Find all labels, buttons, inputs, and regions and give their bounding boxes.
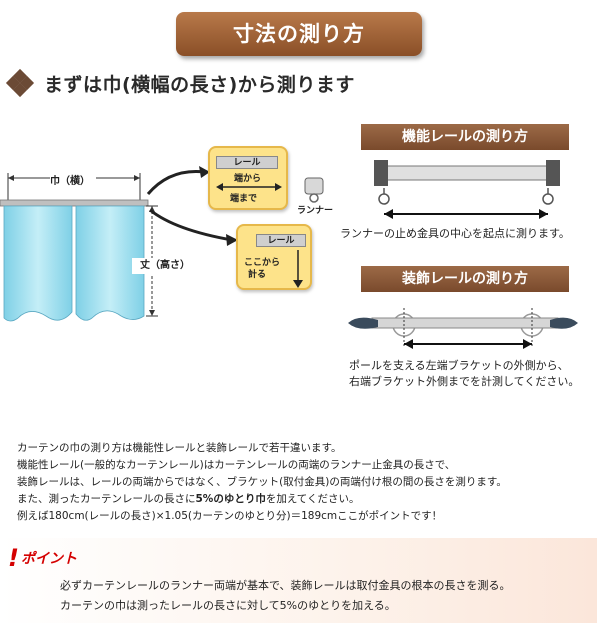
width-label: 巾（横）	[50, 176, 90, 187]
from-edge-label: 端から	[234, 174, 262, 184]
rail-label-2: レール	[256, 234, 306, 247]
measure-here-bubble: レール ここから 計る	[236, 224, 312, 290]
height-label: 丈（高さ）	[140, 260, 190, 271]
point-label: ポイント	[20, 551, 77, 567]
body-line-1: カーテンの巾の測り方は機能性レールと装飾レールで若干違います。	[17, 442, 342, 454]
decorative-rail-caption-2: 右端ブラケット外側までを計測してください。	[349, 375, 580, 388]
double-arrow-icon	[216, 183, 282, 191]
down-arrow-icon	[293, 250, 303, 288]
page-title: 寸法の測り方	[176, 12, 422, 56]
point-line-2: カーテンの巾は測ったレールの長さに対して5%のゆとりを加える。	[60, 599, 396, 612]
point-text: 必ずカーテンレールのランナー両端が基本で、装飾レールは取付金具の根本の長さを測る…	[60, 576, 511, 616]
subheading: まずは巾(横幅の長さ)から測ります	[5, 68, 355, 98]
decorative-rail-diagram	[348, 308, 578, 349]
exclamation-icon: !	[8, 544, 19, 572]
functional-rail-diagram	[374, 160, 560, 219]
decorative-rail-caption-1: ポールを支える左端ブラケットの外側から、	[349, 359, 569, 372]
decorative-rail-heading: 装飾レールの測り方	[361, 266, 569, 292]
body-line-4: また、測ったカーテンレールの長さに5%のゆとり巾を加えてください。	[17, 493, 360, 505]
point-heading: ! ポイント	[8, 544, 77, 572]
body-line-3: 装飾レールは、レールの両端からではなく、ブラケット(取付金具)の両端付け根の間の…	[17, 476, 507, 488]
body-line-5: 例えば180cm(レールの長さ)×1.05(カーテンのゆとり分)＝189cmここ…	[17, 510, 443, 522]
to-edge-label: 端まで	[230, 194, 258, 204]
body-line-2: 機能性レール(一般的なカーテンレール)はカーテンレールの両端のランナー止金具の長…	[17, 459, 456, 471]
subheading-text: まずは巾(横幅の長さ)から測ります	[44, 73, 355, 96]
curtain-diagram	[0, 166, 324, 322]
point-box	[0, 538, 597, 623]
end-to-end-bubble: レール 端から 端まで	[208, 146, 288, 210]
functional-rail-heading: 機能レールの測り方	[361, 124, 569, 150]
functional-rail-caption: ランナーの止め金具の中心を起点に測ります。	[340, 227, 570, 240]
measure-label: 計る	[248, 270, 267, 280]
body-text: カーテンの巾の測り方は機能性レールと装飾レールで若干違います。 機能性レール(一…	[17, 440, 507, 525]
diamond-bullet-icon	[5, 68, 40, 98]
point-line-1: 必ずカーテンレールのランナー両端が基本で、装飾レールは取付金具の根本の長さを測る…	[60, 579, 511, 592]
runner-label: ランナー	[297, 206, 334, 216]
rail-label: レール	[216, 156, 278, 169]
allowance-emphasis: 5%のゆとり巾	[195, 493, 266, 505]
measure-from-label: ここから	[244, 258, 281, 268]
